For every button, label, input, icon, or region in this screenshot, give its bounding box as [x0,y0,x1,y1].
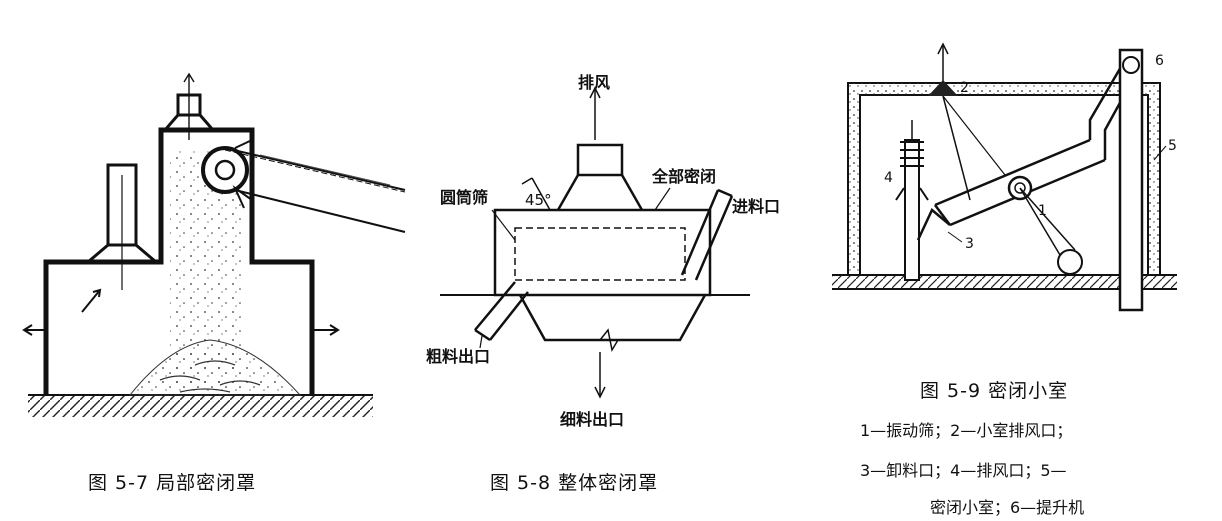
feed-chute [680,189,734,281]
ground-hatch [28,395,373,417]
legend-fig-5-9-line-2: 3—卸料口；4—排风口；5— [860,461,1067,480]
belt-conveyor [224,147,406,233]
callout-5: 5 [1168,138,1177,154]
elevator-shaft [1118,48,1144,312]
label-full-enclosure: 全部密闭 [651,167,716,186]
label-drum-screen: 圆筒筛 [440,188,488,207]
label-feed-inlet: 进料口 [732,197,780,216]
legend-fig-5-9-line-1: 1—振动筛；2—小室排风口； [860,421,1073,440]
callout-6: 6 [1155,53,1164,69]
callout-2: 2 [960,80,969,96]
enclosure-outline [43,127,315,395]
caption-fig-5-9: 图 5-9 密闭小室 [920,380,1069,402]
material-pile [128,339,302,396]
caption-fig-5-8: 图 5-8 整体密闭罩 [490,472,659,494]
label-fine-outlet: 细料出口 [560,410,624,429]
caption-fig-5-7: 图 5-7 局部密闭罩 [88,472,257,494]
callout-3: 3 [965,236,974,252]
label-coarse-outlet: 粗料出口 [426,347,490,366]
callout-1: 1 [1038,203,1047,219]
room-wall [847,82,1161,275]
exhaust-stack [576,143,624,177]
label-exhaust: 排风 [578,73,610,92]
legend-fig-5-9-line-3: 密闭小室；6—提升机 [930,498,1085,517]
figure-5-8-diagram: 排风 45° 圆筒筛 全部密闭 进料口 粗料出口 细料出口 [426,73,780,429]
enclosure-box [493,208,712,297]
exhaust-pipe-4 [904,139,920,281]
label-angle: 45° [525,191,552,209]
figure-5-9-diagram: 2 4 3 1 6 5 [832,42,1177,312]
fine-hopper [518,294,707,342]
drum-screen [514,227,686,281]
callout-4: 4 [884,170,893,186]
figure-5-7-diagram [22,72,406,417]
